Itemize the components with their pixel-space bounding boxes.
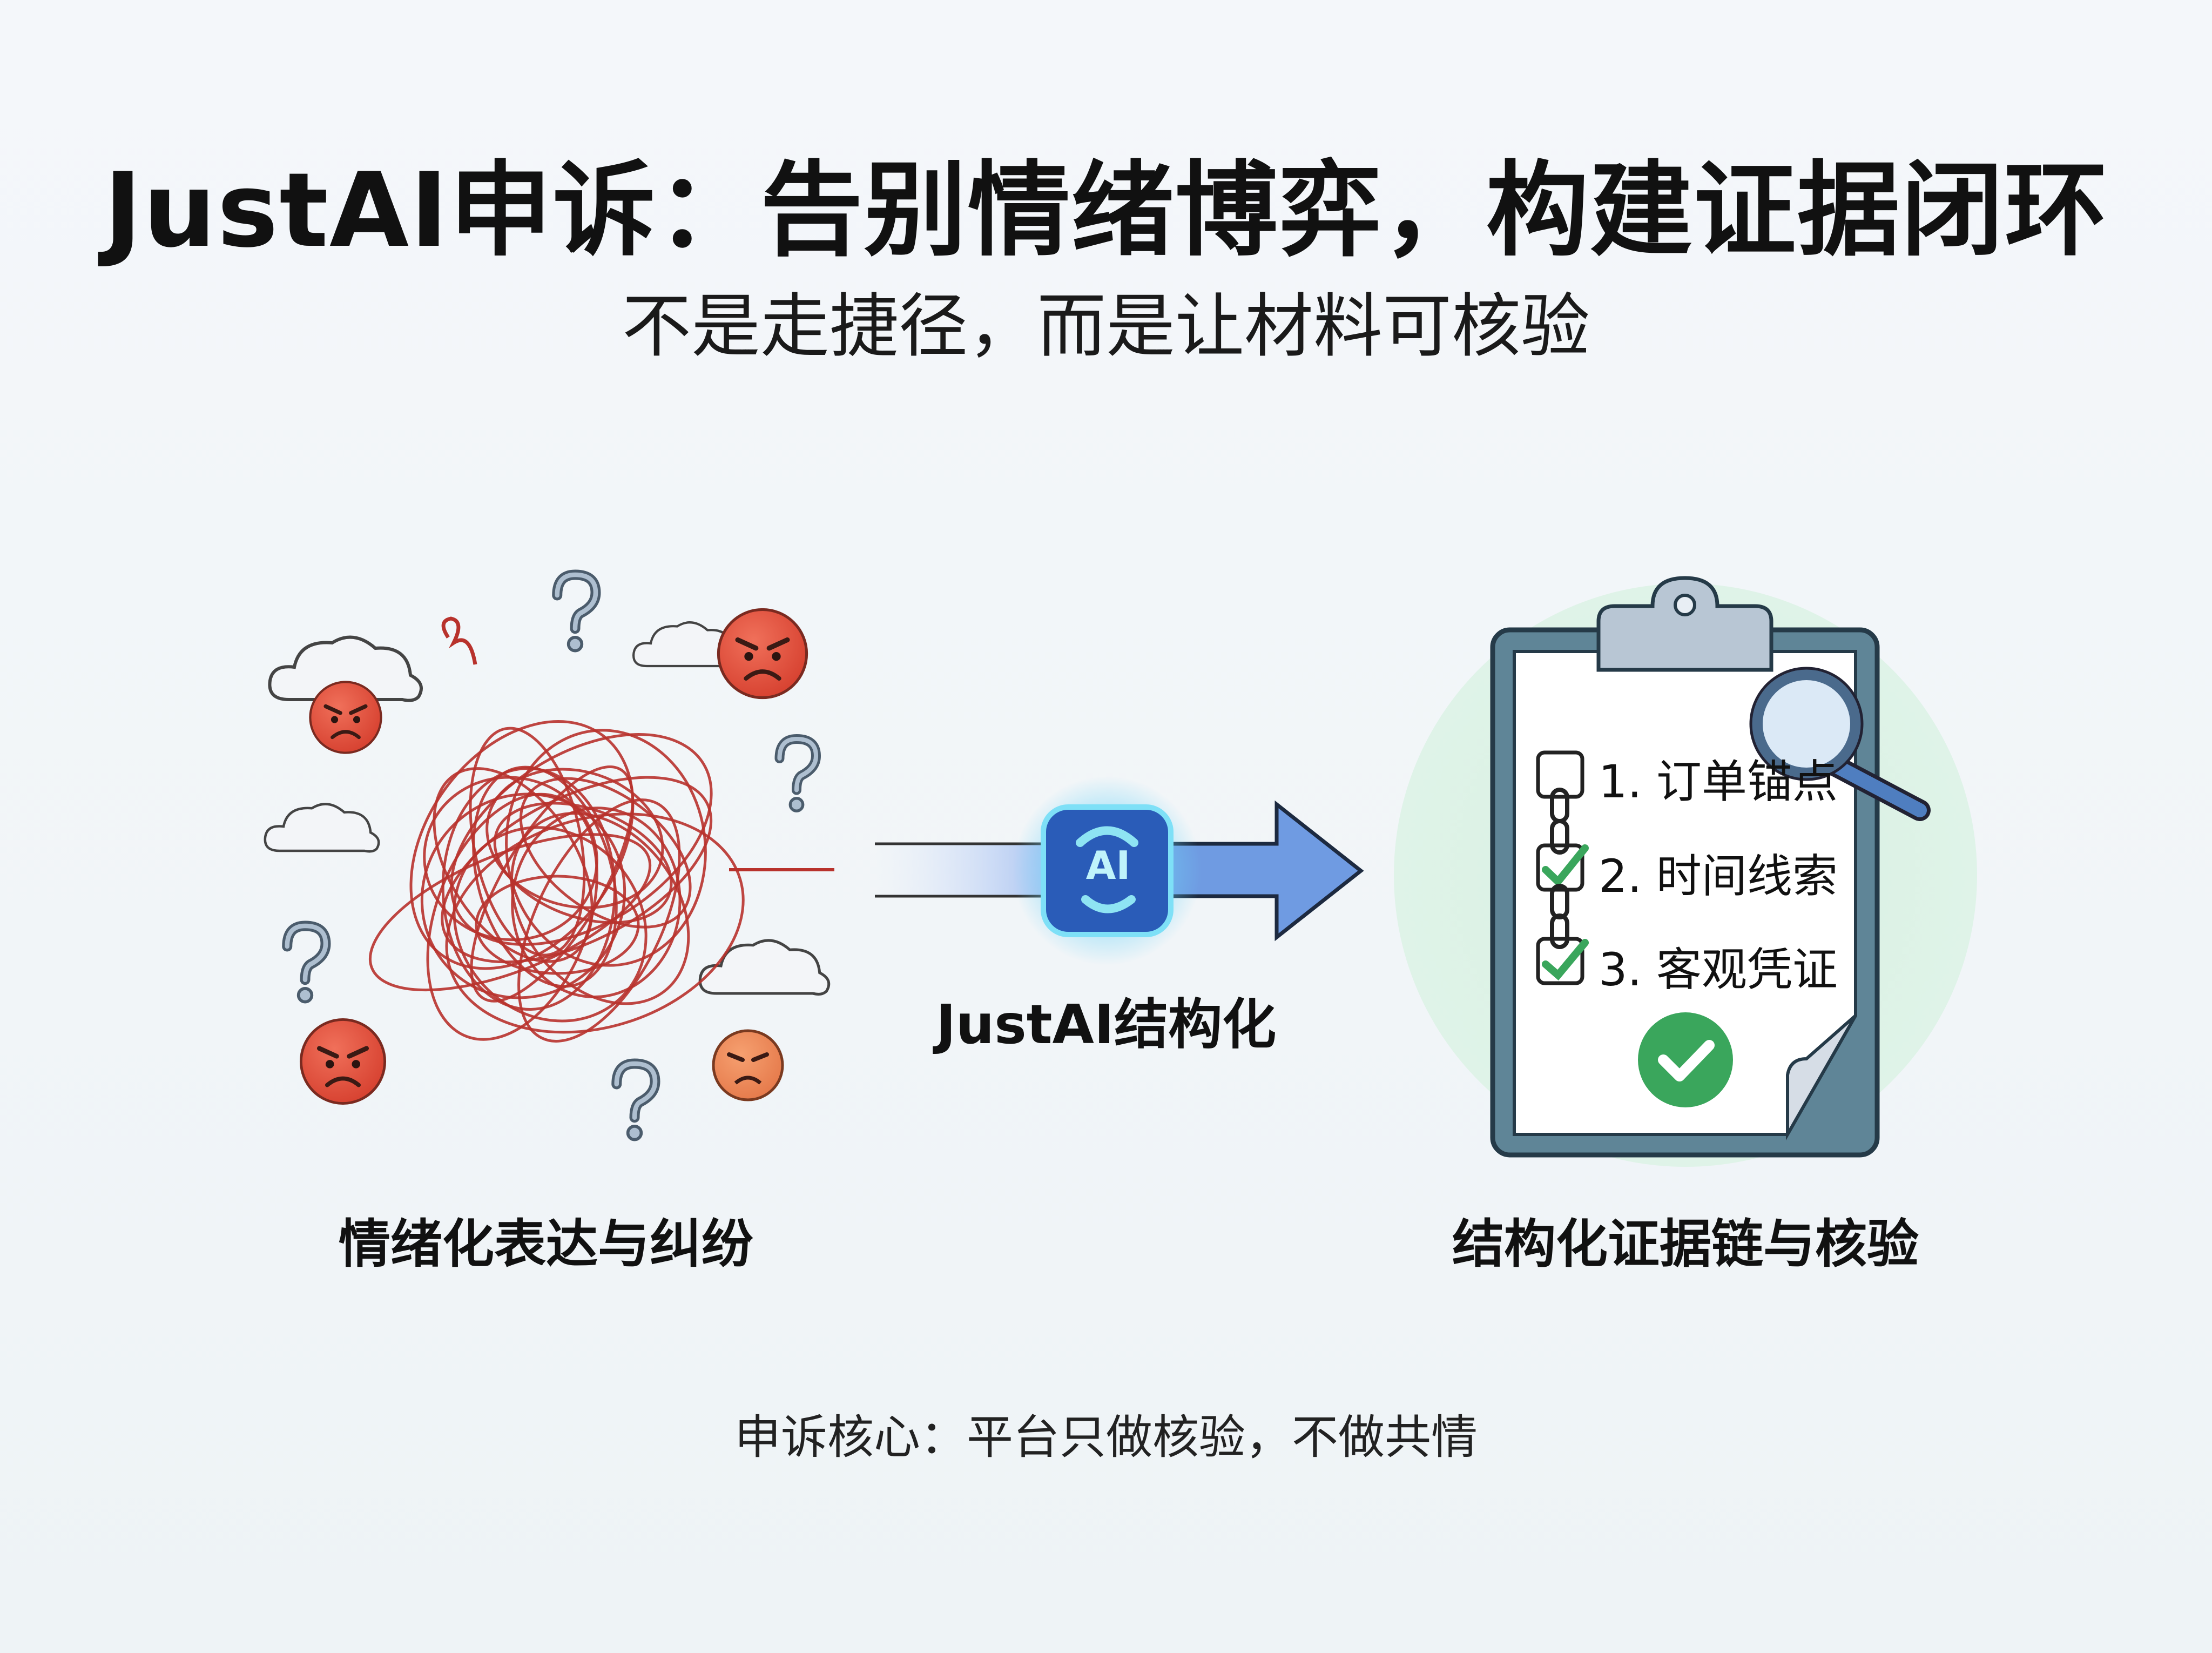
left-label: 情绪化表达与纠纷	[339, 1214, 753, 1274]
angry-face-icon	[712, 1029, 784, 1101]
center-label: JustAI结构化	[935, 993, 1277, 1056]
tangle-icon	[368, 720, 745, 1043]
question-mark-icon	[617, 1064, 655, 1140]
cloud-icon	[700, 940, 828, 995]
tangle-loop	[453, 826, 648, 1023]
magnifier-icon	[1749, 667, 1931, 821]
tangle-loop	[450, 733, 713, 946]
checkbox-1	[1536, 750, 1584, 799]
verified-check-icon	[1638, 1012, 1733, 1107]
transformation-arrow	[875, 776, 1364, 965]
angry-face-icon	[301, 1019, 385, 1103]
angry-face-icon	[310, 682, 381, 752]
checklist-item: 2. 时间线索	[1599, 850, 1838, 903]
footer-note: 申诉核心：平台只做核验，不做共情	[734, 1410, 1478, 1464]
tangle-loop	[470, 765, 634, 1003]
tangle-loop	[441, 767, 616, 1011]
page-title: JustAI申诉：告别情绪博弈，构建证据闭环	[104, 151, 2108, 270]
tangle-loop	[368, 833, 652, 992]
angry-face-icon	[718, 609, 806, 697]
question-mark-icon	[557, 575, 596, 651]
tangle-loop	[493, 802, 673, 924]
checkbox-3	[1536, 937, 1589, 985]
question-mark-icon	[287, 926, 326, 1002]
tangle-loop	[409, 720, 635, 970]
question-mark-icon	[780, 739, 817, 811]
ai-badge-icon	[1041, 804, 1174, 937]
tangle-loop	[510, 812, 690, 1005]
ai-badge-text: AI	[1085, 843, 1131, 888]
checkbox-2	[1536, 843, 1589, 892]
tangle-loop	[445, 812, 745, 1034]
checklist-item: 1. 订单锚点	[1599, 755, 1838, 808]
right-label: 结构化证据链与核验	[1452, 1214, 1919, 1274]
page-subtitle: 不是走捷径，而是让材料可核验	[622, 286, 1590, 367]
chain-link-icon	[1550, 788, 1569, 949]
checklist-item: 3. 客观凭证	[1599, 943, 1838, 996]
clipboard-clip	[1596, 576, 1773, 672]
evidence-clipboard-illustration	[1394, 576, 1977, 1167]
tangle-loop	[433, 767, 594, 963]
scribble-icon	[441, 616, 477, 665]
tangle-loop	[469, 727, 586, 957]
tangle-loop	[517, 798, 681, 1043]
emotional-chaos-illustration	[265, 575, 834, 1140]
cloud-icon	[265, 804, 379, 851]
